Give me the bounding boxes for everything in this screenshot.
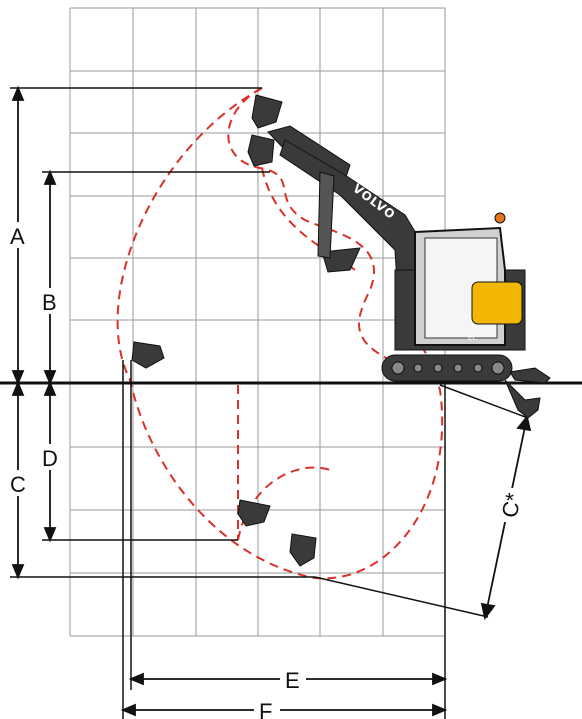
dim-f-arrow-right <box>432 703 448 717</box>
dim-cstar-arrow-bottom <box>480 602 496 621</box>
dimension-label-backgrounds <box>6 222 524 719</box>
dim-cstar-arrow-top <box>516 415 532 432</box>
track-frame <box>381 354 513 382</box>
outer-envelope-curve <box>116 87 444 580</box>
dim-c-arrow-bottom <box>11 564 25 580</box>
label-c: C <box>10 472 26 497</box>
label-d: D <box>42 446 58 471</box>
dim-d-arrow-bottom <box>43 527 57 543</box>
bucket-top-icon <box>251 94 283 129</box>
dozer-blade <box>509 367 551 384</box>
bucket-mid-icon <box>321 247 361 273</box>
dim-c-arrow-top <box>11 380 25 396</box>
background-grid <box>69 7 446 637</box>
boom-reach-curve <box>261 167 356 271</box>
dim-e-arrow-right <box>432 672 448 686</box>
label-e: E <box>285 668 300 693</box>
label-a: A <box>10 224 25 249</box>
cab-accent-panel <box>471 281 523 325</box>
bucket-upper-icon <box>247 134 275 167</box>
excavator: VOLVO EC <box>267 125 551 419</box>
dim-b-arrow-top <box>43 169 57 185</box>
inner-envelope-curve <box>227 87 391 361</box>
bucket-lower-icon <box>237 499 271 527</box>
bucket-bottom-icon <box>289 533 317 567</box>
dim-a-arrow-bottom <box>11 370 25 386</box>
dim-e-arrow-left <box>128 672 144 686</box>
dim-a-arrow-top <box>11 85 25 101</box>
working-envelope <box>116 87 444 580</box>
dim-f-arrow-left <box>120 703 136 717</box>
dim-b-arrow-bottom <box>43 370 57 386</box>
bucket-left-icon <box>131 341 165 369</box>
beacon-light-icon <box>494 212 506 224</box>
excavator-dipper <box>317 171 335 259</box>
bucket-positions <box>131 94 361 567</box>
dimension-arrows <box>11 85 532 717</box>
model-text: EC <box>468 334 477 342</box>
label-f: F <box>259 699 272 719</box>
label-c-star: C* <box>497 490 527 520</box>
reference-lines <box>10 87 529 719</box>
dim-d-arrow-top <box>43 380 57 396</box>
dimension-labels: A B C D C* E F <box>10 224 526 719</box>
dozer-blade-lowered <box>504 379 541 419</box>
track-rollers <box>391 361 505 375</box>
label-b: B <box>42 290 57 315</box>
